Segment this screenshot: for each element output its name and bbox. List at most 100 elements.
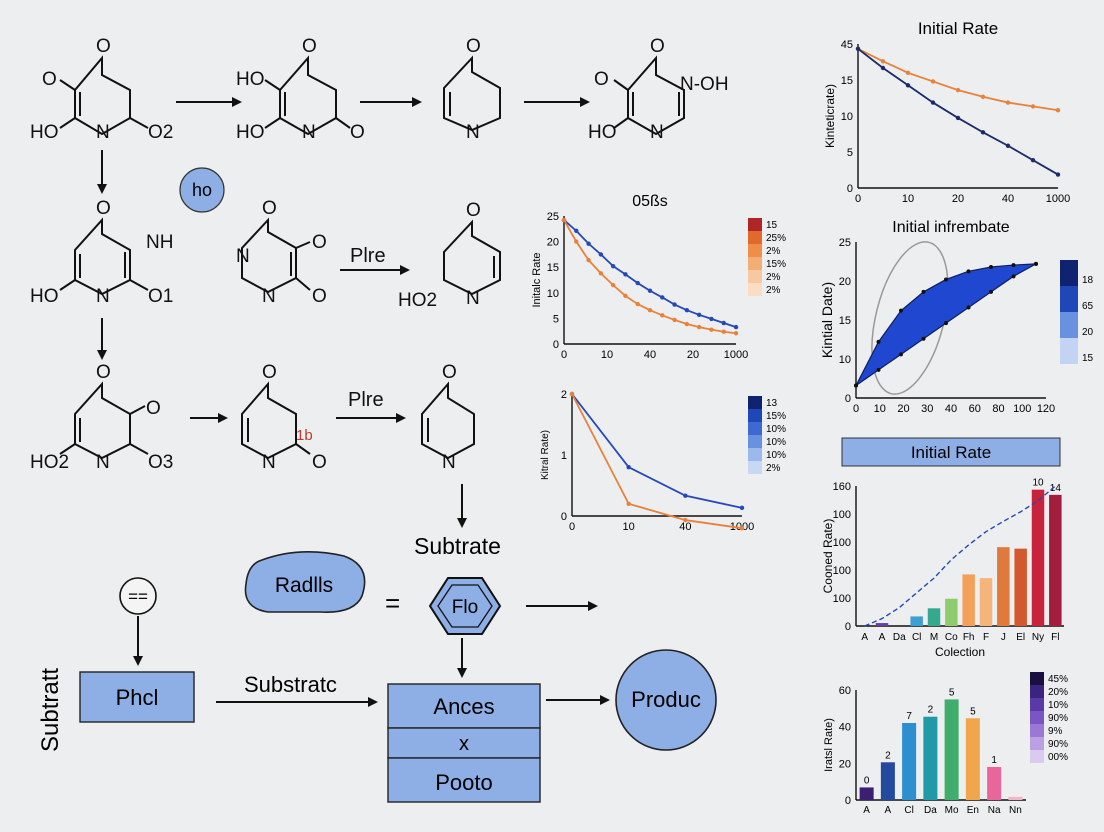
data-point [610, 282, 616, 288]
y-tick-label: 40 [839, 722, 851, 734]
hexagon-label: Flo [452, 597, 478, 618]
atom-label: O [594, 69, 609, 90]
data-point [586, 241, 591, 246]
atom-label: N [96, 452, 110, 473]
data-point [905, 70, 911, 76]
y-tick-label: 10 [839, 354, 851, 366]
data-point [989, 289, 993, 294]
molecule-r3-m3: O N [421, 362, 475, 473]
bar-label: 5 [949, 687, 955, 698]
x-tick-label: J [1001, 632, 1006, 643]
x-tick-label: Fl [1051, 632, 1059, 643]
x-tick-label: Cl [912, 632, 921, 643]
arrow-label: Plre [350, 245, 386, 267]
product-node: Produc [615, 649, 717, 751]
y-tick-label: 100 [833, 565, 851, 577]
data-point [855, 46, 861, 51]
molecule-r3-m2: O 1b N O [241, 362, 327, 473]
data-point [1030, 104, 1036, 109]
legend-label: 15 [766, 220, 778, 231]
legend-swatch [1030, 724, 1044, 737]
data-point [921, 289, 926, 294]
data-point [709, 316, 714, 322]
equals-node-label: == [128, 587, 148, 606]
molecule-r1-m4: O O N-OH HO N [588, 36, 729, 143]
x-tick-label: 0 [561, 349, 567, 361]
data-point [733, 324, 739, 330]
legend-label: 15 [1082, 353, 1094, 364]
data-point [854, 383, 858, 388]
data-point [684, 321, 690, 327]
data-point [880, 65, 886, 71]
x-tick-label: Cl [904, 805, 913, 816]
x-tick-label: 0 [853, 403, 859, 415]
x-tick-label: Na [988, 805, 1001, 816]
reaction-scheme: O O HO N O2 O HO HO N O O N [30, 36, 729, 528]
atom-label: O3 [148, 452, 173, 473]
bar [944, 699, 959, 800]
data-point [955, 87, 961, 93]
bar [962, 574, 975, 626]
data-point [683, 493, 688, 498]
x-tick-label: En [967, 805, 979, 816]
x-tick-label: Fh [963, 632, 975, 643]
y-tick-label: 15 [839, 315, 851, 327]
y-tick-label: 160 [833, 481, 851, 493]
x-tick-label: 0 [569, 521, 575, 533]
atom-label: N [236, 246, 250, 267]
legend-swatch [1060, 286, 1078, 312]
x-tick-label: Da [893, 632, 906, 643]
molecule-r1-m1: O O HO N O2 [30, 36, 173, 143]
legend-swatch [1030, 711, 1044, 724]
atom-label: O [96, 362, 111, 383]
data-point [1011, 263, 1016, 268]
bar-label: 14 [1050, 483, 1062, 494]
bar-label: 5 [970, 706, 976, 717]
hexagon-node: Flo [428, 577, 502, 635]
y-tick-label: 0 [845, 621, 851, 633]
data-point [696, 312, 702, 318]
chart-title: Initial infrembate [892, 219, 1009, 236]
legend-swatch [1030, 737, 1044, 750]
legend-label: 20% [1048, 687, 1068, 698]
x-tick-label: 20 [952, 193, 964, 205]
data-point [623, 272, 628, 277]
data-point [1030, 157, 1036, 163]
x-tick-label: A [885, 805, 892, 816]
data-point [899, 352, 903, 357]
x-tick-label: A [863, 805, 870, 816]
x-tick-label: A [861, 632, 868, 643]
data-point [626, 465, 631, 470]
legend-label: 65 [1082, 301, 1094, 312]
y-axis-label: Kitral Rate) [540, 430, 551, 480]
product-label: Produc [631, 687, 701, 712]
molecule-r2-m2: O N O N O [236, 198, 327, 307]
atom-label: O [146, 398, 161, 419]
data-point [672, 317, 677, 323]
highlight-ellipse [871, 241, 949, 395]
x-tick-label: 10 [874, 403, 886, 415]
atom-label: O [96, 198, 111, 219]
data-point [1034, 261, 1038, 266]
bar [923, 716, 938, 800]
data-point [930, 100, 936, 105]
atom-label: O [650, 36, 665, 57]
atom-label: N [302, 122, 316, 143]
x-tick-label: 20 [897, 403, 909, 415]
legend-label: 10% [1048, 700, 1068, 711]
legend-swatch [748, 396, 762, 409]
atom-label: N [442, 452, 456, 473]
chart-title: 05ßs [632, 193, 668, 210]
flow-diagram: Subtrate == Radlls = Flo Subtratt Phcl S… [37, 533, 717, 803]
phcl-node: Phcl [79, 671, 195, 723]
x-tick-label: 60 [969, 403, 981, 415]
data-point [635, 280, 640, 286]
data-point [876, 367, 881, 372]
x-tick-label: Co [945, 632, 958, 643]
data-point [672, 302, 677, 307]
molecule-r3-m1: O O HO2 N O3 [30, 362, 173, 473]
chart-title: Initial Rate [911, 443, 991, 462]
stack-node: Ances x Pooto [387, 683, 541, 803]
